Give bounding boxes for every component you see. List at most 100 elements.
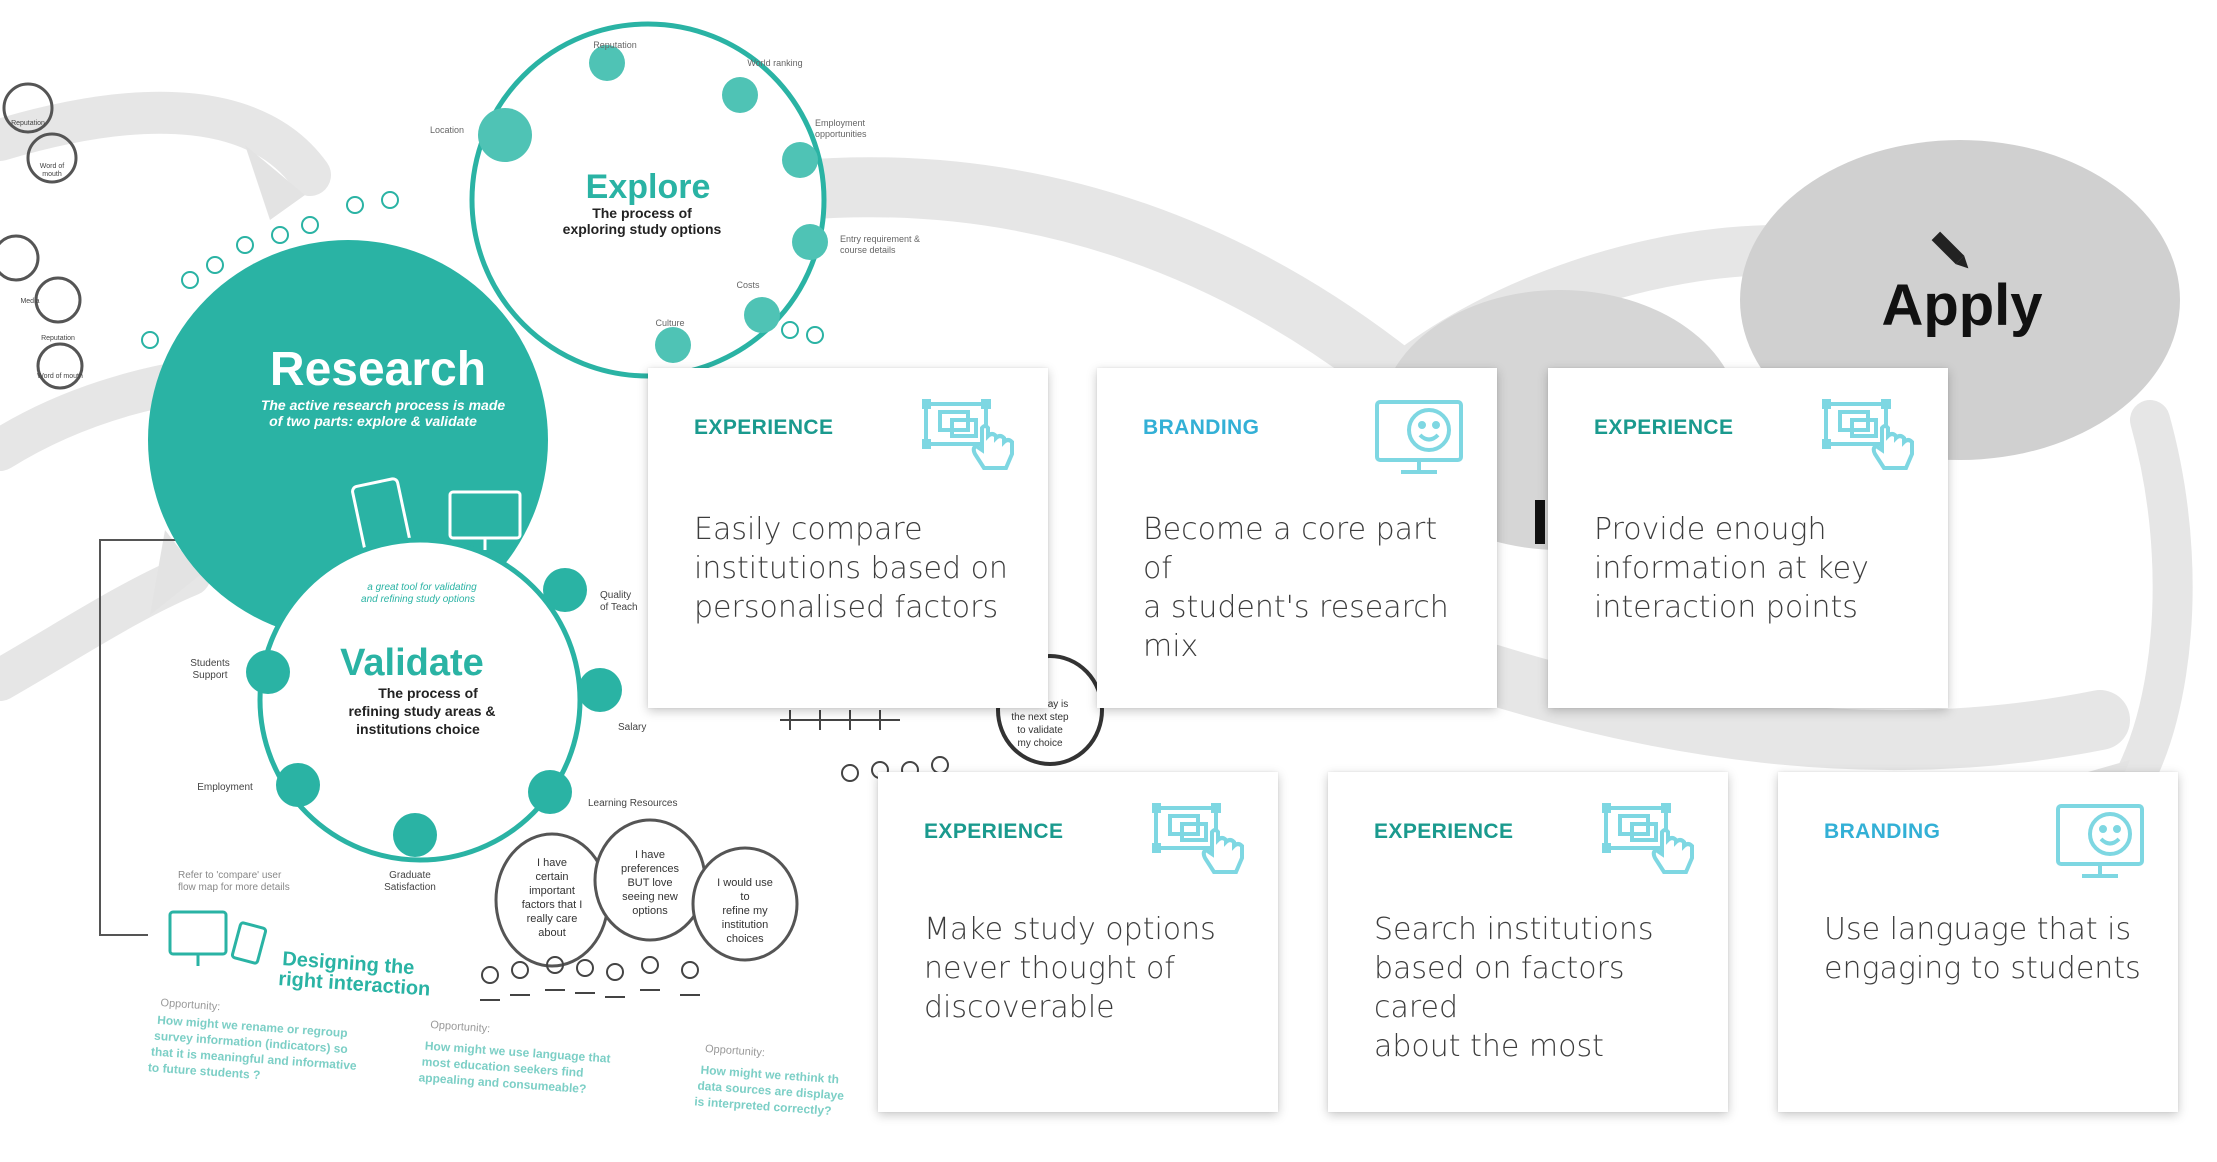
svg-text:to validate: to validate [1017,725,1063,736]
svg-text:Opportunity:: Opportunity: [430,1019,491,1035]
validate-circle [257,537,583,863]
opportunity-3: Opportunity: How might we rethink th dat… [694,1043,845,1118]
left-label-reputation-2: Reputation [41,335,75,342]
speech-bubble-3: I would use to refine my institution cho… [691,846,799,962]
svg-text:factors that I: factors that I [522,899,583,911]
pencil-icon [1931,231,1969,269]
card-text-line: interaction points [1594,590,1858,625]
validate-tool-1: a great tool for validating [367,582,477,593]
svg-text:institution: institution [722,919,768,931]
insight-card-6: BRANDING Use language that is engaging t… [1778,772,2178,1112]
opportunity-1: Opportunity: How might we rename or regr… [147,997,357,1082]
svg-text:my choice: my choice [1017,738,1062,749]
card-text-line: Provide enough [1594,512,1827,547]
card-tag: EXPERIENCE [694,416,834,439]
insight-card-3: EXPERIENCE Provide enough information at… [1548,368,1948,708]
left-label-word-2: Word of mouth [37,373,83,380]
validate-label-salary: Salary [618,722,646,733]
explore-label-entry-2: course details [840,245,896,255]
validate-label-graduate-2: Satisfaction [384,882,436,893]
insight-card-2: BRANDING Become a core part of a student… [1097,368,1497,708]
validate-label-learning: Learning Resources [588,798,678,809]
svg-text:important: important [529,885,575,897]
research-title: Research [270,343,486,396]
smiley-monitor-icon [2052,802,2148,882]
explore-label-culture: Culture [655,318,684,328]
card-text-line: Make study options [924,912,1216,947]
refer-note-1: Refer to 'compare' user [178,870,282,881]
insight-card-5: EXPERIENCE Search institutions based on … [1328,772,1728,1112]
card-body: Search institutions based on factors car… [1374,910,1694,1066]
validate-label-students-1: Students [190,658,229,669]
explore-label-costs: Costs [736,280,760,290]
validate-label-quality-1: Quality [600,590,631,601]
validate-tool-2: and refining study options [361,594,475,605]
svg-text:seeing new: seeing new [622,891,678,903]
card-tag: EXPERIENCE [1374,820,1514,843]
svg-text:I have: I have [635,849,665,861]
touch-screen-hand-icon [1601,802,1698,882]
touch-screen-hand-icon [1821,398,1918,478]
card-text-line: never thought of [924,951,1175,986]
card-tag: BRANDING [1143,416,1260,439]
validate-label-graduate-1: Graduate [389,870,431,881]
validate-label-students-2: Support [192,670,227,681]
explore-subtitle-1: The process of [592,205,692,221]
touch-screen-hand-icon [921,398,1018,478]
left-label-word-of-mouth-1: Word of [40,163,64,170]
card-text-line: discoverable [924,990,1115,1025]
svg-text:Opportunity:: Opportunity: [705,1043,766,1059]
explore-label-employment-1: Employment [815,118,866,128]
apply-label: Apply [1881,273,2042,338]
svg-text:really care: really care [527,913,578,925]
card-text-line: institutions based on [694,551,1008,586]
svg-text:options: options [632,905,668,917]
validate-subtitle-3: institutions choice [356,721,480,737]
explore-label-entry-1: Entry requirement & [840,234,920,244]
explore-node-icons [478,45,828,363]
left-label-reputation: Reputation [11,120,45,127]
left-label-word-of-mouth-2: mouth [42,171,62,178]
card-text-line: engaging to students [1824,951,2141,986]
explore-subtitle-2: exploring study options [563,221,722,237]
card-tag: BRANDING [1824,820,1941,843]
card-text-line: a student's research [1143,590,1449,625]
validate-subtitle-2: refining study areas & [348,703,495,719]
explore-label-location: Location [430,125,464,135]
card-body: Provide enough information at key intera… [1594,510,1914,627]
refer-note-2: flow map for more details [178,882,290,893]
validate-subtitle-1: The process of [378,685,478,701]
svg-text:certain: certain [535,871,568,883]
card-text-line: based on factors cared [1374,951,1625,1025]
svg-text:the next step: the next step [1011,712,1069,723]
validate-label-quality-2: of Teach [600,602,638,613]
svg-text:preferences: preferences [621,863,680,875]
card-text-line: about the most [1374,1029,1604,1064]
svg-text:Opportunity:: Opportunity: [160,997,221,1013]
svg-text:BUT love: BUT love [627,877,672,889]
card-text-line: Use language that is [1824,912,2132,947]
card-tag: EXPERIENCE [924,820,1064,843]
svg-text:choices: choices [726,933,764,945]
svg-text:about: about [538,927,566,939]
card-text-line: mix [1143,629,1199,664]
teal-people-doodles [141,191,824,349]
svg-text:I have: I have [537,857,567,869]
explore-label-employment-2: opportunities [815,129,867,139]
svg-text:refine my: refine my [722,905,768,917]
speech-bubble-2: I have preferences BUT love seeing new o… [593,818,707,942]
svg-text:to: to [740,891,749,903]
svg-text:I would use: I would use [717,877,773,889]
card-body: Easily compare institutions based on per… [694,510,1014,627]
research-subtitle-2: of two parts: explore & validate [269,413,477,429]
svg-text:ay is: ay is [1048,699,1069,710]
card-text-line: information at key [1594,551,1869,586]
card-tag: EXPERIENCE [1594,416,1734,439]
validate-node-icons [246,568,622,857]
card-text-line: Easily compare [694,512,923,547]
explore-title: Explore [586,168,711,206]
card-text-line: personalised factors [694,590,999,625]
card-text-line: Search institutions [1374,912,1654,947]
card-text-line: Become a core part of [1143,512,1438,586]
opportunity-2: Opportunity: How might we use language t… [418,1019,611,1096]
